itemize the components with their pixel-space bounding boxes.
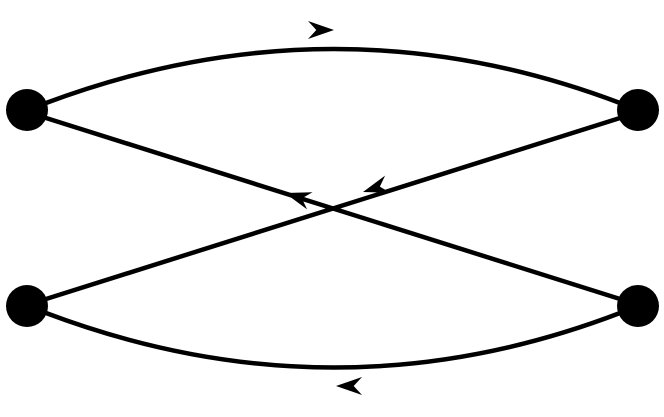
edge-diagonal-up [43, 115, 623, 302]
node-top-right[interactable] [617, 89, 659, 131]
node-bottom-left[interactable] [6, 285, 48, 327]
edge-bottom-arc [43, 310, 623, 370]
edge-top-arc [43, 46, 623, 106]
nodes-layer [6, 89, 659, 327]
arrowhead-icon-top-arc [308, 21, 334, 39]
node-bottom-right[interactable] [617, 285, 659, 327]
arrowhead-icon-bottom-arc [336, 377, 362, 395]
arrowhead-icon-diagonal-down [285, 192, 313, 210]
arrowheads-layer [285, 21, 391, 395]
arrowhead-icon-diagonal-up [363, 175, 391, 193]
node-top-left[interactable] [6, 89, 48, 131]
edges-layer [43, 46, 623, 370]
